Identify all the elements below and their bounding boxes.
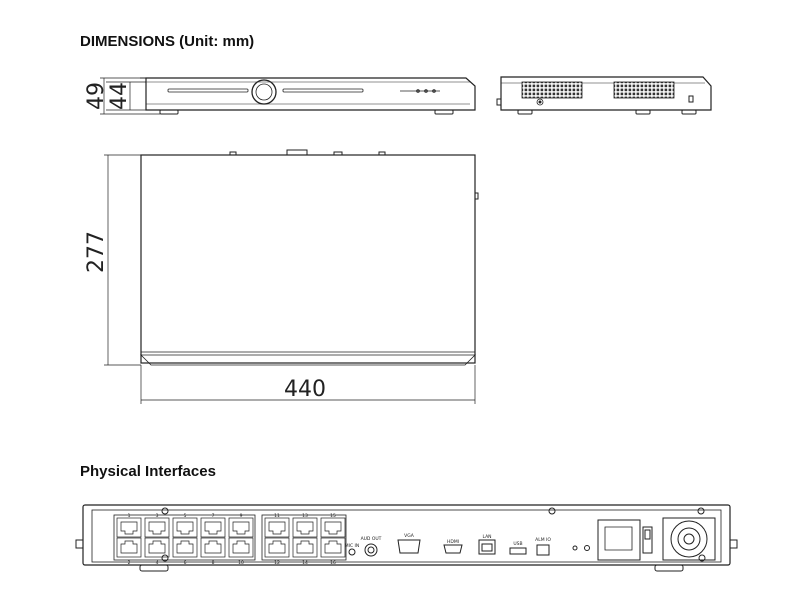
lan-port xyxy=(478,539,496,555)
usb-port xyxy=(509,547,527,555)
poe-port xyxy=(144,537,170,558)
poe-port-number: 16 xyxy=(330,560,336,566)
audio-out-label: AUD OUT xyxy=(361,536,382,542)
power-socket xyxy=(597,519,641,561)
poe-port-socket xyxy=(232,521,250,535)
dim-depth-label: 277 xyxy=(84,231,109,273)
poe-port xyxy=(200,537,226,558)
poe-port-socket xyxy=(268,521,286,535)
poe-port xyxy=(116,537,142,558)
poe-port xyxy=(228,517,254,538)
poe-port-socket xyxy=(120,540,138,554)
top-view xyxy=(140,149,479,366)
poe-port-number: 1 xyxy=(128,513,131,519)
poe-port-socket xyxy=(204,540,222,554)
alarm-port xyxy=(536,544,550,556)
poe-port-socket xyxy=(324,521,342,535)
poe-port-number: 9 xyxy=(240,513,243,519)
top-view-dimension-lines xyxy=(104,154,476,404)
mic-in-label: MIC IN xyxy=(345,543,359,549)
poe-port xyxy=(264,537,290,558)
poe-port xyxy=(320,537,346,558)
vga-label: VGA xyxy=(404,533,415,539)
dim-width-label: 440 xyxy=(284,377,326,402)
poe-port-socket xyxy=(176,540,194,554)
dim-height-total-label: 49 xyxy=(84,82,109,110)
poe-port xyxy=(320,517,346,538)
front-view xyxy=(140,77,476,115)
side-view xyxy=(496,76,712,115)
poe-port-number: 12 xyxy=(274,560,280,566)
poe-port-number: 6 xyxy=(184,560,187,566)
hdmi-port xyxy=(443,544,463,554)
alarm-label: ALM IO xyxy=(535,537,551,543)
poe-port xyxy=(116,517,142,538)
poe-port-socket xyxy=(296,521,314,535)
poe-port-block-1 xyxy=(113,514,256,561)
vga-port xyxy=(397,539,421,554)
power-switch xyxy=(642,526,653,554)
poe-port-socket xyxy=(296,540,314,554)
poe-port-number: 10 xyxy=(238,560,244,566)
poe-port-number: 3 xyxy=(156,513,159,519)
poe-port xyxy=(172,517,198,538)
poe-port xyxy=(292,537,318,558)
dim-height-body-label: 44 xyxy=(107,82,132,110)
dimensions-heading: DIMENSIONS (Unit: mm) xyxy=(80,33,255,50)
mic-in-port xyxy=(348,548,356,556)
height-dimension-lines xyxy=(100,77,160,115)
fan-grille xyxy=(662,517,716,561)
usb-label: USB xyxy=(513,541,522,547)
poe-port-number: 11 xyxy=(274,513,280,519)
poe-port xyxy=(292,517,318,538)
poe-port xyxy=(228,537,254,558)
hdmi-label: HDMI xyxy=(447,539,459,545)
poe-port-socket xyxy=(232,540,250,554)
poe-port-block-2 xyxy=(261,514,347,561)
lan-label: LAN xyxy=(482,534,491,540)
poe-port-number: 13 xyxy=(302,513,308,519)
poe-port xyxy=(200,517,226,538)
poe-port-number: 7 xyxy=(212,513,215,519)
poe-port-socket xyxy=(204,521,222,535)
poe-port-number: 4 xyxy=(156,560,159,566)
poe-port xyxy=(172,537,198,558)
poe-port-socket xyxy=(176,521,194,535)
poe-port-number: 8 xyxy=(212,560,215,566)
rear-panel xyxy=(75,504,738,572)
poe-port-socket xyxy=(148,540,166,554)
audio-out-port xyxy=(364,543,378,557)
poe-port-number: 5 xyxy=(184,513,187,519)
poe-port-socket xyxy=(148,521,166,535)
poe-port-socket xyxy=(268,540,286,554)
poe-port-socket xyxy=(120,521,138,535)
poe-port-number: 15 xyxy=(330,513,336,519)
poe-port xyxy=(264,517,290,538)
poe-port-number: 14 xyxy=(302,560,308,566)
physical-interfaces-heading: Physical Interfaces xyxy=(80,463,216,480)
poe-port xyxy=(144,517,170,538)
poe-port-socket xyxy=(324,540,342,554)
poe-port-number: 2 xyxy=(128,560,131,566)
